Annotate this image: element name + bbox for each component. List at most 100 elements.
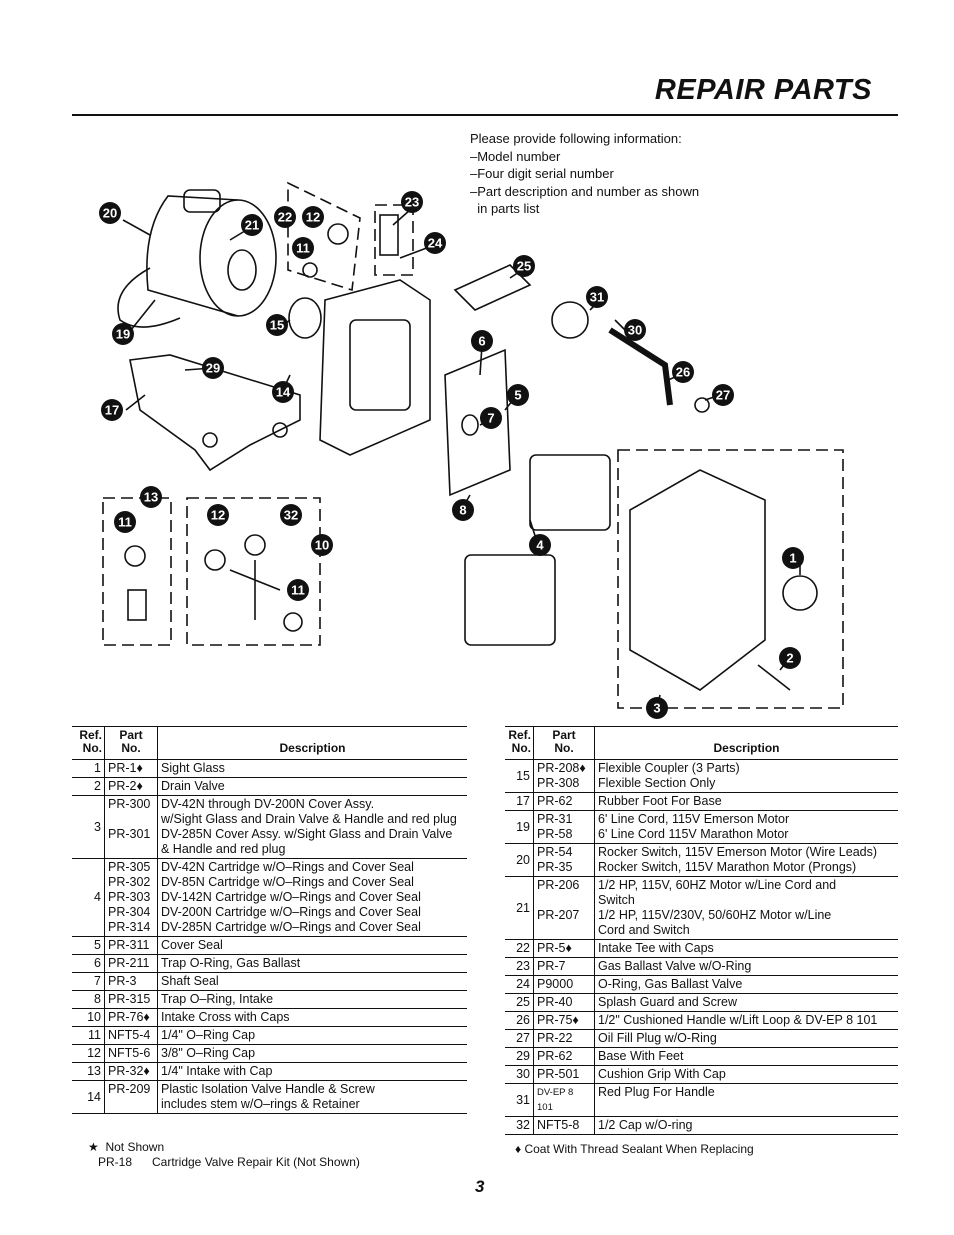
part-description: Intake Tee with Caps [598,941,714,955]
ref-number: 31 [505,1083,534,1117]
info-line: –Part description and number as shown [470,183,700,199]
description-cell: 1/4" Intake with Cap [157,1062,467,1081]
shaft-seal [461,414,479,436]
part-number-cell: PR-208♦PR-308 [533,759,595,793]
callout-label: 26 [676,365,690,380]
part-description: Cover Seal [161,938,223,952]
info-line: in parts list [470,201,540,216]
part-description: Rocker Switch, 115V Emerson Motor (Wire … [598,845,878,859]
ref-number: 14 [72,1080,105,1114]
part-number: NFT5-4 [108,1028,151,1042]
callout-label: 22 [278,210,292,225]
intake-fitting [127,589,147,621]
part-number: PR-5♦ [537,941,572,955]
part-number-cell: PR-22 [533,1029,595,1048]
cap [302,262,318,278]
part-number-cell: PR-211 [104,954,158,973]
part-number: PR-58 [537,827,573,841]
part-number: PR-304 [108,905,151,919]
part-number-cell: PR-75♦ [533,1011,595,1030]
ref-number: 17 [505,792,534,811]
part-number-cell: NFT5-4 [104,1026,158,1045]
header-ref-line1: Ref. [508,728,531,742]
part-number: PR-206 [537,878,580,892]
header-description: Description [157,727,467,760]
motor-switch [183,189,221,213]
motor-shell [146,195,239,317]
callout-label: 19 [116,327,130,342]
description-cell: 1/2 Cap w/O-ring [594,1116,898,1135]
part-number-cell: PR-3 [104,972,158,991]
part-description: Gas Ballast Valve w/O-Ring [598,959,752,973]
callout-label: 6 [478,334,485,349]
intake-cross [229,560,281,620]
info-line: –Four digit serial number [470,166,614,181]
part-number: PR-22 [537,1031,573,1045]
callout-label: 11 [296,241,310,256]
part-description: Shaft Seal [161,974,219,988]
part-description: DV-42N through DV-200N Cover Assy. w/Sig… [161,797,457,826]
callout-label: 29 [206,361,220,376]
description-cell: Splash Guard and Screw [594,993,898,1012]
ref-number: 23 [505,957,534,976]
ref-number: 20 [505,843,534,877]
ref-number: 25 [505,993,534,1012]
header-ref: Ref.No. [505,727,534,760]
part-number: PR-75♦ [537,1013,579,1027]
part-number: PR-7 [537,959,566,973]
description-cell: 1/4" O–Ring Cap [157,1026,467,1045]
ref-number: 6 [72,954,105,973]
header-part-line2: No. [554,741,574,755]
part-number: PR-1♦ [108,761,143,775]
part-number: PR-40 [537,995,573,1009]
description-cell: Base With Feet [594,1047,898,1066]
part-description: 1/2 Cap w/O-ring [598,1118,693,1132]
part-number: PR-314 [108,920,151,934]
description-cell: Oil Fill Plug w/O-Ring [594,1029,898,1048]
part-description: Flexible Section Only [598,776,716,790]
description-cell: Intake Cross with Caps [157,1008,467,1027]
callout-label: 21 [245,218,259,233]
callout-label: 31 [590,290,604,305]
cap [244,534,266,556]
header-part-line1: Part [119,728,143,742]
part-number-cell: PR-62 [533,1047,595,1066]
part-number-cell: PR-501 [533,1065,595,1084]
callout-label: 11 [291,583,305,598]
ref-number: 15 [505,759,534,793]
header-ref: Ref.No. [72,727,105,760]
ref-number: 29 [505,1047,534,1066]
description-cell: Cover Seal [157,936,467,955]
part-number: PR-315 [108,992,151,1006]
part-description: 1/2" Cushioned Handle w/Lift Loop & DV-E… [598,1013,878,1027]
part-description: 6' Line Cord 115V Marathon Motor [598,827,789,841]
ref-number: 13 [72,1062,105,1081]
callout-label: 17 [105,403,119,418]
description-cell: Red Plug For Handle [594,1083,898,1117]
callout-label: 20 [103,206,117,221]
description-cell: 1/2 HP, 115V, 60HZ Motor w/Line Cord and… [594,876,898,940]
part-number: PR-208♦ [537,761,586,775]
lift-loop [551,301,589,339]
part-number-cell: PR-311 [104,936,158,955]
part-number-cell: PR-2♦ [104,777,158,796]
part-number-cell: NFT5-8 [533,1116,595,1135]
part-number: PR-302 [108,875,151,889]
star-icon: ★ [88,1140,99,1154]
part-description: Base With Feet [598,1049,684,1063]
